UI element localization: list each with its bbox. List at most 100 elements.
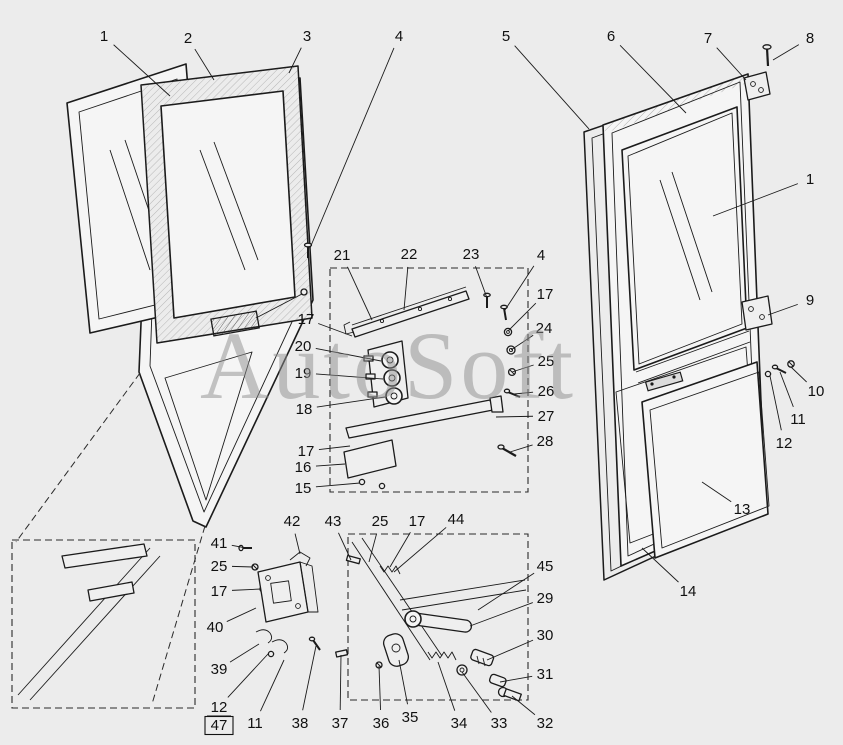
leader-m17a [507, 302, 537, 332]
callout-b32: 32 [537, 715, 554, 732]
callout-r14: 14 [680, 583, 697, 600]
part-washer-33 [456, 664, 468, 676]
part-pin-36 [375, 661, 383, 669]
leader-m27 [495, 415, 534, 418]
callout-r12: 12 [776, 435, 793, 452]
part-bracket-16-15 [343, 439, 397, 490]
leader-m22 [403, 266, 409, 311]
callout-m17c: 17 [298, 443, 315, 460]
callout-b35: 35 [402, 709, 419, 726]
part-spring-44 [379, 565, 401, 575]
leader-m16 [315, 463, 346, 467]
callout-m22: 22 [401, 246, 418, 263]
leader-r11 [779, 371, 794, 408]
callout-r11: 11 [790, 411, 806, 428]
leader-t8 [772, 44, 800, 61]
part-hinge-9 [741, 295, 773, 331]
right-door-window [621, 106, 748, 371]
callout-m27: 27 [538, 408, 555, 425]
leader-b35 [398, 659, 408, 705]
callout-t3: 3 [303, 28, 311, 45]
part-washer-12 [764, 370, 772, 378]
part-lock-cylinder-30 [470, 648, 495, 667]
leader-t1 [113, 44, 171, 97]
leader-t6 [619, 44, 687, 114]
part-handle-lever-29 [404, 610, 473, 633]
leader-b41 [231, 544, 247, 549]
detail-glass-run-mechanism [329, 267, 529, 493]
leader-m28 [509, 444, 533, 453]
callout-m21: 21 [334, 247, 351, 264]
part-screw-28 [497, 444, 517, 457]
leader-m15 [315, 482, 361, 488]
callout-m23: 23 [463, 246, 480, 263]
leader-b43 [338, 532, 352, 561]
leader-m24 [510, 334, 534, 351]
part-screw-10 [787, 360, 795, 368]
callout-m19: 19 [295, 365, 312, 382]
leader-b44 [393, 527, 447, 573]
callout-box-b47 [204, 715, 234, 736]
leader-b34 [437, 661, 456, 711]
callout-m28: 28 [537, 433, 554, 450]
callout-b45: 45 [537, 558, 554, 575]
part-lower-glass-13 [641, 361, 769, 559]
callout-t8: 8 [806, 30, 814, 47]
callout-b33: 33 [491, 715, 508, 732]
callout-b25a: 25 [372, 513, 389, 530]
callout-b17e: 17 [211, 583, 228, 600]
projection-lines [15, 372, 206, 705]
leader-b17d [389, 531, 411, 568]
callout-b11: 11 [247, 715, 263, 732]
leader-m18 [316, 396, 386, 408]
leader-b45 [477, 572, 535, 611]
callout-m24: 24 [536, 320, 553, 337]
callout-m15: 15 [295, 480, 312, 497]
leader-m19 [315, 373, 384, 380]
part-pin-37 [335, 649, 349, 658]
leader-b42 [294, 533, 301, 555]
callout-b30: 30 [537, 627, 554, 644]
leader-b30 [486, 639, 534, 661]
right-door-hinges [741, 44, 795, 378]
leader-b17e [231, 588, 262, 591]
part-nut-17 [503, 327, 513, 337]
leader-b32 [511, 695, 536, 716]
detail-door-lower-corner [11, 539, 196, 709]
leader-t2 [194, 48, 215, 81]
part-escutcheon-35 [382, 633, 410, 667]
callout-m16: 16 [295, 459, 312, 476]
callout-b37: 37 [332, 715, 349, 732]
leader-b25a [368, 533, 378, 563]
callout-r1: 1 [806, 171, 814, 188]
leader-b36 [378, 665, 381, 711]
left-door-handle-bracket [210, 242, 313, 337]
part-screw-26 [503, 388, 521, 398]
callout-b25b: 25 [211, 558, 228, 575]
leader-m4 [504, 265, 535, 311]
leader-b11 [260, 659, 285, 712]
part-spring-34 [427, 651, 457, 661]
part-rivet-47 [267, 650, 275, 658]
callout-m18: 18 [296, 401, 313, 418]
callout-b43: 43 [325, 513, 342, 530]
callout-b29: 29 [537, 590, 554, 607]
part-roller-bracket-18-19-20 [363, 340, 409, 408]
callout-b39: 39 [211, 661, 228, 678]
leader-b38 [302, 645, 317, 711]
part-plug-31 [488, 673, 507, 688]
callout-b17d: 17 [409, 513, 426, 530]
right-door-handle [644, 371, 684, 392]
part-striker-bracket-40 [257, 561, 319, 623]
leader-t3 [288, 47, 302, 74]
part-hook-39 [255, 629, 289, 654]
leader-m20 [315, 348, 382, 362]
part-link-42 [289, 551, 311, 567]
leader-m23 [475, 266, 488, 299]
leader-m17c [318, 445, 351, 450]
leader-t7 [716, 47, 747, 81]
leader-m21 [347, 266, 373, 321]
